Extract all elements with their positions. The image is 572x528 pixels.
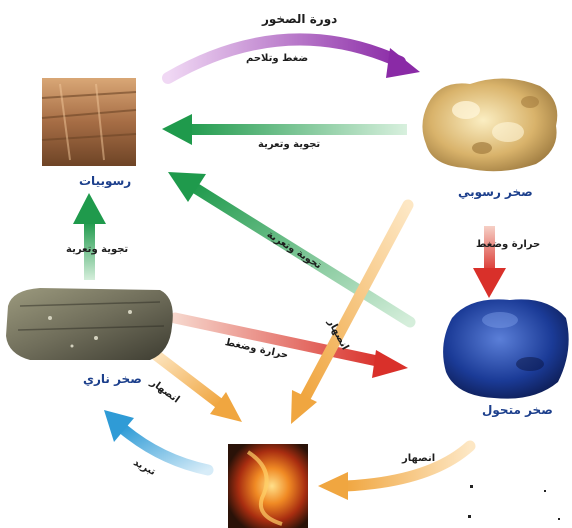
label-sediments: رسوبيات	[79, 175, 131, 187]
arrow-melting-bottom	[318, 446, 470, 500]
magma-image	[228, 444, 308, 528]
arrow-heat-pressure-right	[473, 226, 506, 298]
label-weathering-erosion-left: تجوية وتعرية	[66, 245, 128, 255]
label-igneous-rock: صخر ناري	[83, 373, 142, 385]
igneous-rock-image	[6, 288, 173, 360]
label-melting-bottom: انصهار	[402, 454, 435, 464]
label-weathering-erosion-top: تجوية وتعرية	[258, 140, 320, 150]
arrow-cooling	[104, 410, 208, 470]
label-sedimentary-rock: صخر رسوبي	[458, 186, 533, 198]
label-heat-pressure-right: حرارة وضغط	[476, 240, 540, 250]
metamorphic-rock-image	[443, 299, 569, 398]
sediments-image	[42, 78, 136, 166]
sedimentary-rock-image	[422, 78, 557, 171]
label-metamorphic-rock: صخر متحول	[482, 404, 553, 416]
label-compaction-cementation: ضغط وتلاحم	[246, 54, 308, 64]
diagram-title: دورة الصخور	[262, 13, 337, 25]
arrow-heat-pressure-center	[175, 318, 408, 378]
scan-specks	[468, 485, 560, 520]
arrow-weathering-left	[73, 193, 106, 280]
